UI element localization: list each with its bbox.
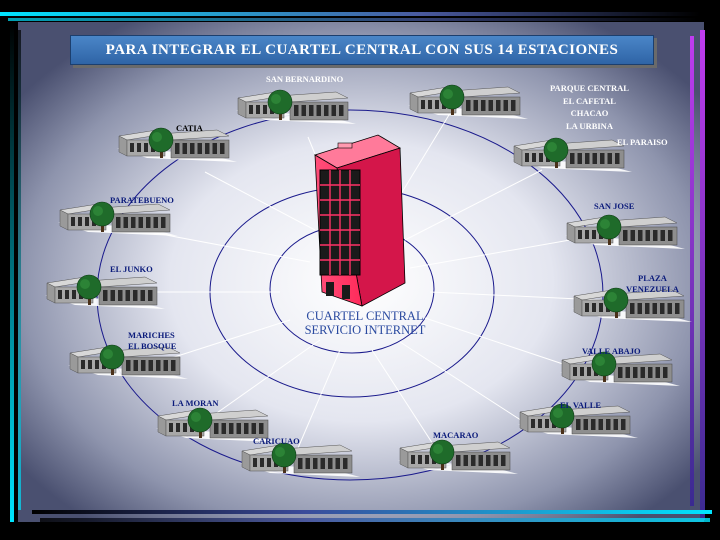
- station-mariches-icon: [68, 344, 188, 379]
- label-parque-central: PARQUE CENTRAL EL CAFETAL CHACAO LA URBI…: [550, 82, 629, 132]
- label-macarao: MACARAO: [433, 430, 479, 440]
- central-label: CUARTEL CENTRAL SERVICIO INTERNET: [270, 309, 460, 337]
- label-line: VENEZUELA: [626, 284, 679, 294]
- label-la-moran: LA MORAN: [172, 398, 219, 408]
- station-valle-abajo-icon: [560, 351, 680, 386]
- station-el-paraiso-icon: [512, 137, 632, 172]
- station-caricuao-icon: [240, 442, 360, 477]
- central-label-line2: SERVICIO INTERNET: [304, 323, 426, 337]
- station-san-jose-icon: [565, 214, 685, 249]
- label-el-valle: EL VALLE: [560, 400, 602, 410]
- label-el-junko: EL JUNKO: [110, 264, 153, 274]
- station-macarao-icon: [398, 439, 518, 474]
- label-catia: CATIA: [176, 123, 203, 133]
- central-label-line1: CUARTEL CENTRAL: [306, 309, 424, 323]
- label-plaza-venezuela: PLAZA VENEZUELA: [626, 273, 679, 295]
- label-san-jose: SAN JOSE: [594, 201, 635, 211]
- station-el-junko-icon: [45, 274, 165, 309]
- station-group: [45, 84, 692, 477]
- label-paratebueno: PARATEBUENO: [110, 195, 174, 205]
- label-line: MARICHES: [128, 330, 175, 340]
- label-line: PLAZA: [638, 273, 667, 283]
- central-building-icon: [314, 134, 406, 307]
- connection-lines: [130, 109, 601, 456]
- station-catia-icon: [117, 127, 237, 162]
- label-line: EL CAFETAL: [562, 95, 616, 106]
- label-line: CHACAO: [570, 108, 609, 118]
- station-san-bernardino-icon: [236, 89, 356, 124]
- label-line: LA URBINA: [565, 120, 613, 131]
- page-title: PARA INTEGRAR EL CUARTEL CENTRAL CON SUS…: [70, 35, 654, 65]
- station-parque-central-icon: [408, 84, 528, 119]
- label-san-bernardino: SAN BERNARDINO: [266, 74, 344, 84]
- label-mariches: MARICHES EL BOSQUE: [128, 330, 176, 352]
- station-la-moran-icon: [156, 407, 276, 442]
- station-paratebueno-icon: [58, 201, 178, 236]
- station-el-valle-icon: [518, 403, 638, 438]
- label-caricuao: CARICUAO: [253, 436, 300, 446]
- label-line: EL BOSQUE: [128, 341, 177, 351]
- label-el-paraiso: EL PARAISO: [617, 137, 668, 147]
- station-plaza-venezuela-icon: [572, 287, 692, 322]
- label-valle-abajo: VALLE ABAJO: [582, 346, 641, 356]
- label-line: PARQUE CENTRAL: [550, 83, 629, 93]
